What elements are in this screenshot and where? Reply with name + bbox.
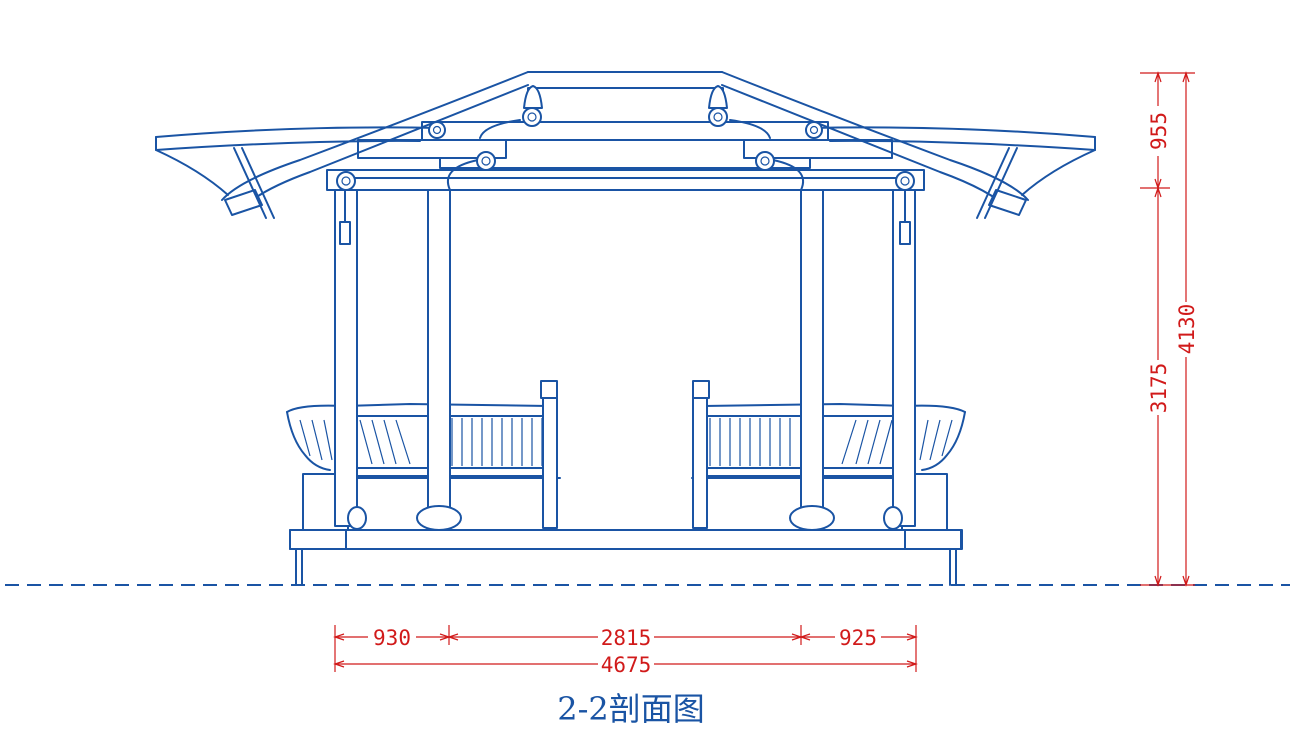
dim-overall-width: 4675 (601, 653, 652, 677)
dim-left-bay: 930 (373, 626, 411, 650)
vertical-dimensions: 955 3175 4130 (1140, 71, 1199, 587)
dim-column-height: 3175 (1147, 363, 1171, 414)
horizontal-dimensions: 930 2815 925 4675 (333, 625, 918, 677)
dim-center-bay: 2815 (601, 626, 652, 650)
inner-column-right (789, 189, 835, 531)
dim-roof-height: 955 (1147, 112, 1171, 150)
base-platform (289, 529, 963, 586)
left-railing (286, 380, 561, 531)
right-railing (691, 380, 966, 531)
dim-overall-height: 4130 (1175, 304, 1199, 355)
drawing-title: 2-2剖面图 (557, 690, 705, 728)
dim-right-bay: 925 (839, 626, 877, 650)
roof-structure (155, 71, 1096, 245)
outer-column-right (883, 189, 916, 530)
